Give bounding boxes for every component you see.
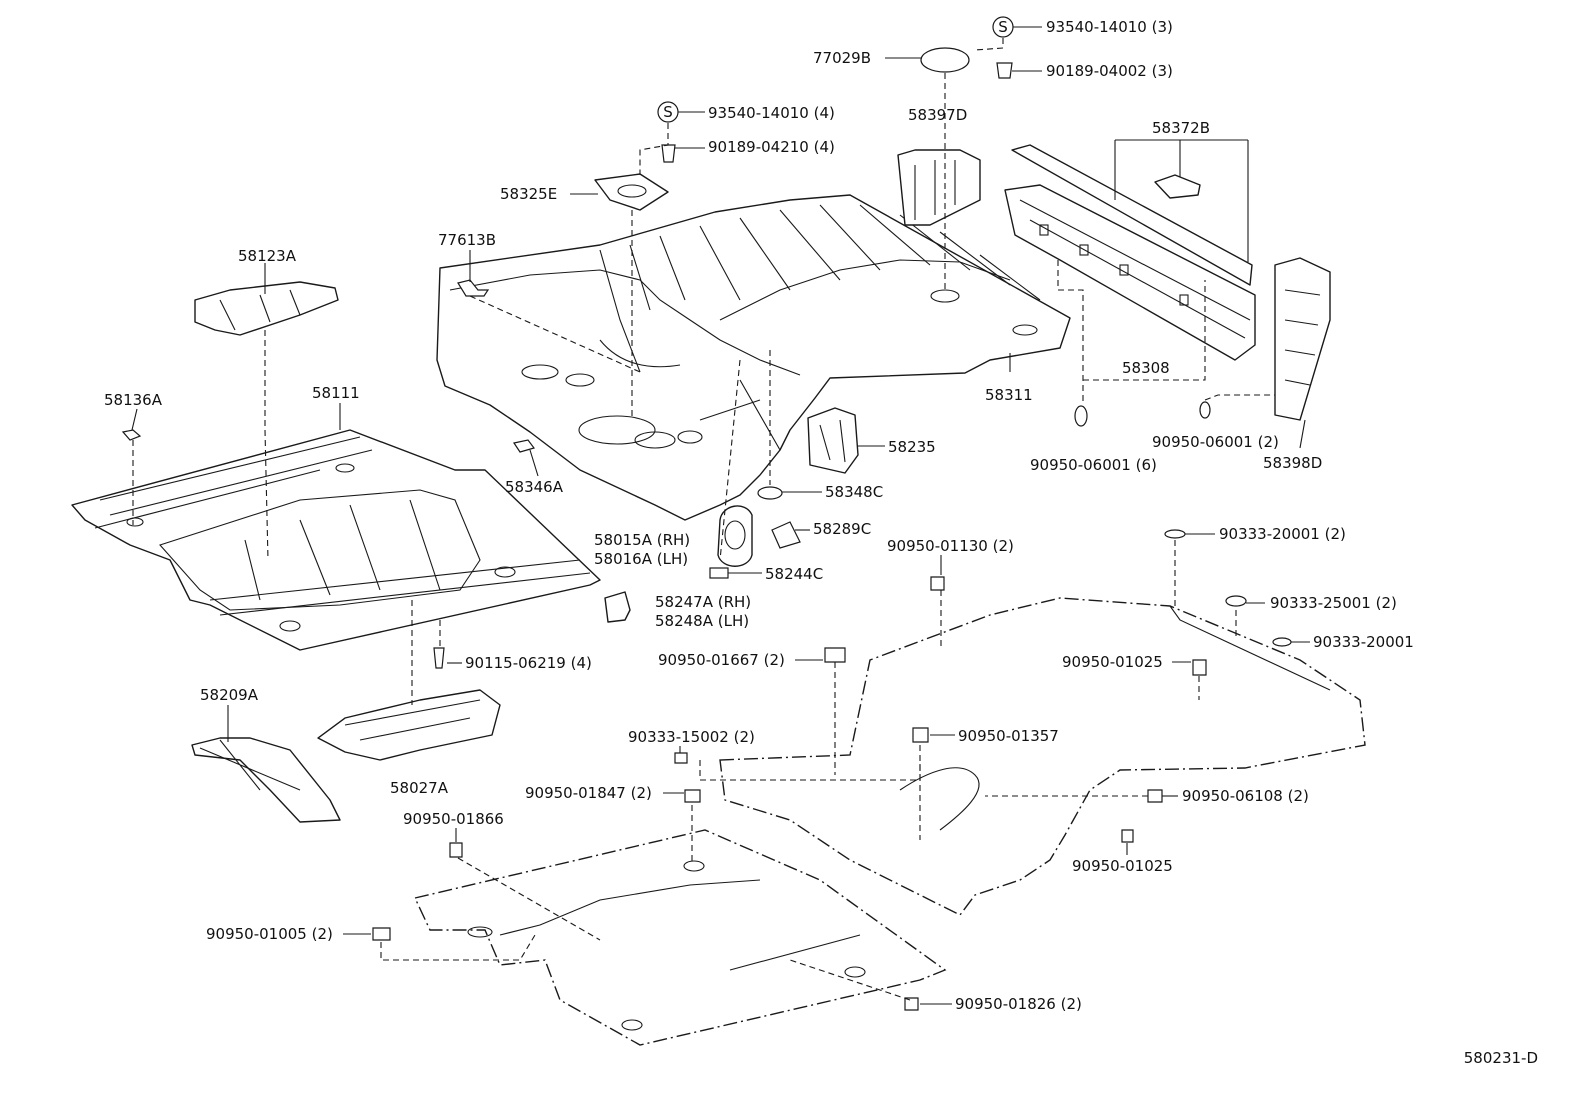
part-58247a-drawing bbox=[604, 591, 631, 623]
label-58248a: 58248A (LH) bbox=[655, 612, 749, 630]
plug-77029b-drawing bbox=[920, 47, 970, 73]
rear-carpet-drawing bbox=[719, 597, 1366, 916]
label-58311: 58311 bbox=[985, 386, 1033, 404]
label-77029b: 77029B bbox=[813, 49, 871, 67]
part-labels: S S 93540-14010 (3) 77029B 90189-04002 (… bbox=[104, 18, 1538, 1067]
label-58027a: 58027A bbox=[390, 779, 449, 797]
label-90333-15002-2: 90333-15002 (2) bbox=[628, 728, 755, 746]
label-90333-20001-2: 90333-20001 (2) bbox=[1219, 525, 1346, 543]
assembly-dashed-lines bbox=[132, 38, 1275, 1001]
label-90189-04210-4: 90189-04210 (4) bbox=[708, 138, 835, 156]
diagram-code: 580231-D bbox=[1464, 1049, 1538, 1067]
bracket-58235-drawing bbox=[807, 407, 859, 474]
label-90950-01005-2: 90950-01005 (2) bbox=[206, 925, 333, 943]
part-58123a-drawing bbox=[194, 281, 339, 336]
label-90950-06108-2: 90950-06108 (2) bbox=[1182, 787, 1309, 805]
front-floor-pan-drawing bbox=[71, 429, 601, 651]
fasteners bbox=[372, 16, 1292, 1011]
clip-58346a-drawing bbox=[513, 439, 536, 453]
label-58398d: 58398D bbox=[1263, 454, 1322, 472]
label-90950-01667-2: 90950-01667 (2) bbox=[658, 651, 785, 669]
label-58209a: 58209A bbox=[200, 686, 259, 704]
part-58348c-drawing bbox=[757, 486, 783, 500]
label-90950-06001-2: 90950-06001 (2) bbox=[1152, 433, 1279, 451]
label-90115-06219-4: 90115-06219 (4) bbox=[465, 654, 592, 672]
label-90950-01866: 90950-01866 bbox=[403, 810, 504, 828]
label-90950-06001-6: 90950-06001 (6) bbox=[1030, 456, 1157, 474]
rear-panel-58308-drawing bbox=[1004, 144, 1256, 361]
label-90333-25001-2: 90333-25001 (2) bbox=[1270, 594, 1397, 612]
label-58235: 58235 bbox=[888, 438, 936, 456]
part-58209a-drawing bbox=[191, 737, 341, 823]
label-90950-01025-b: 90950-01025 bbox=[1072, 857, 1173, 875]
leader-lines bbox=[131, 26, 1310, 1005]
label-58397d: 58397D bbox=[908, 106, 967, 124]
part-58027a-drawing bbox=[317, 689, 501, 761]
plate-58325e-drawing bbox=[594, 173, 669, 211]
front-carpet-drawing bbox=[413, 829, 947, 1046]
label-93540-14010-3: 93540-14010 (3) bbox=[1046, 18, 1173, 36]
label-58325e: 58325E bbox=[500, 185, 557, 203]
bracket-58397d-drawing bbox=[897, 149, 981, 226]
part-58015a-drawing bbox=[717, 505, 753, 567]
part-58244c-drawing bbox=[709, 567, 729, 579]
s-symbol-text-2: S bbox=[663, 103, 673, 121]
label-58308: 58308 bbox=[1122, 359, 1170, 377]
label-90950-01847-2: 90950-01847 (2) bbox=[525, 784, 652, 802]
clip-58136a-drawing bbox=[121, 429, 142, 441]
label-58136a: 58136A bbox=[104, 391, 163, 409]
label-58348c: 58348C bbox=[825, 483, 883, 501]
label-58016a: 58016A (LH) bbox=[594, 550, 688, 568]
label-58372b: 58372B bbox=[1152, 119, 1210, 137]
label-90950-01357: 90950-01357 bbox=[958, 727, 1059, 745]
label-90333-20001: 90333-20001 bbox=[1313, 633, 1414, 651]
bracket-58398d-drawing bbox=[1274, 257, 1331, 421]
label-77613b: 77613B bbox=[438, 231, 496, 249]
label-90950-01826-2: 90950-01826 (2) bbox=[955, 995, 1082, 1013]
label-93540-14010-4: 93540-14010 (4) bbox=[708, 104, 835, 122]
label-58111: 58111 bbox=[312, 384, 360, 402]
label-58244c: 58244C bbox=[765, 565, 823, 583]
label-58015a: 58015A (RH) bbox=[594, 531, 690, 549]
label-58247a: 58247A (RH) bbox=[655, 593, 751, 611]
part-58289c-drawing bbox=[771, 521, 801, 549]
label-90950-01025-a: 90950-01025 bbox=[1062, 653, 1163, 671]
label-90950-01130-2: 90950-01130 (2) bbox=[887, 537, 1014, 555]
s-symbol-text-1: S bbox=[998, 18, 1008, 36]
label-58289c: 58289C bbox=[813, 520, 871, 538]
label-90189-04002-3: 90189-04002 (3) bbox=[1046, 62, 1173, 80]
rear-floor-pan-drawing bbox=[436, 194, 1071, 521]
label-58346a: 58346A bbox=[505, 478, 564, 496]
label-58123a: 58123A bbox=[238, 247, 297, 265]
